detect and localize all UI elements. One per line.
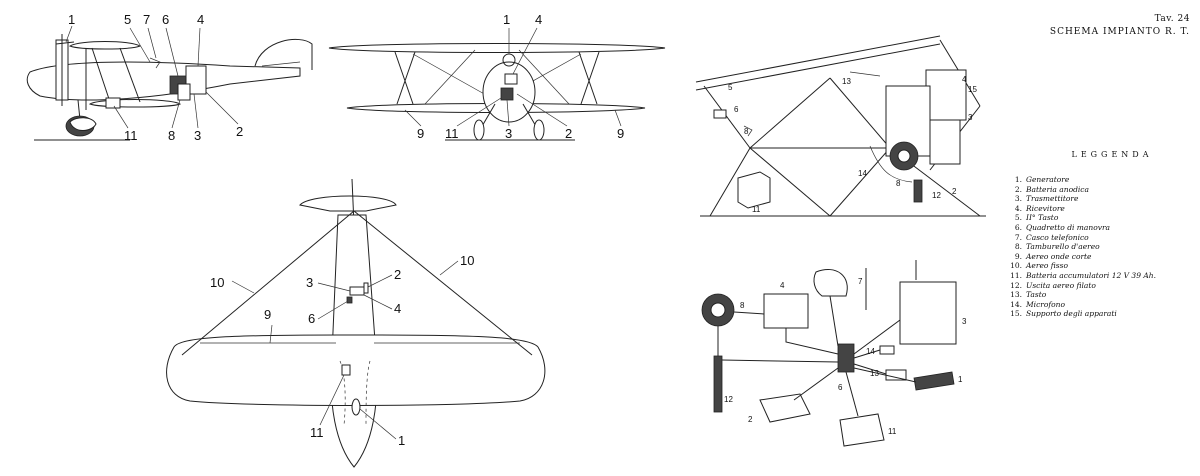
side-view-biplane: 1 5 7 6 4 11 8 3 2 <box>26 12 313 143</box>
svg-text:14: 14 <box>858 169 867 178</box>
front-view-airframe <box>328 43 666 141</box>
top-view-biplane: 10 10 3 2 6 4 9 11 1 <box>166 178 546 468</box>
wiring-cables <box>717 295 917 417</box>
svg-text:2: 2 <box>394 267 401 282</box>
svg-text:8: 8 <box>744 127 749 136</box>
svg-text:11: 11 <box>310 425 324 440</box>
svg-text:1: 1 <box>958 375 963 384</box>
svg-text:15: 15 <box>968 85 977 94</box>
svg-text:11: 11 <box>752 205 761 214</box>
svg-text:7: 7 <box>858 277 863 286</box>
legend-item: 1.Generatore <box>1014 175 1070 184</box>
plate-number: Tav. 24 <box>1154 14 1190 24</box>
svg-text:5: 5 <box>124 12 131 27</box>
svg-text:3: 3 <box>968 113 973 122</box>
svg-text:9: 9 <box>617 126 624 141</box>
legend-item: 9.Aereo onde corte <box>1014 251 1092 261</box>
svg-text:4: 4 <box>962 75 967 84</box>
svg-text:1: 1 <box>68 12 75 27</box>
svg-text:6: 6 <box>838 383 843 392</box>
cockpit-installation-view: 5 6 8 13 4 15 3 14 8 2 12 11 <box>695 35 986 217</box>
svg-text:3: 3 <box>194 128 201 143</box>
svg-text:12: 12 <box>932 191 941 200</box>
svg-text:11: 11 <box>445 126 459 141</box>
wiring-components <box>701 260 957 447</box>
wiring-callouts: 8 4 7 3 14 13 1 12 6 2 11 <box>724 277 967 436</box>
cockpit-callouts: 5 6 8 13 4 15 3 14 8 2 12 11 <box>728 75 977 214</box>
plate-title: SCHEMA IMPIANTO R. T. <box>1049 27 1190 37</box>
svg-text:4: 4 <box>394 301 401 316</box>
svg-text:10: 10 <box>210 275 224 290</box>
side-view-callouts: 1 5 7 6 4 11 8 3 2 <box>65 12 243 143</box>
svg-text:6: 6 <box>734 105 739 114</box>
svg-text:9: 9 <box>264 307 271 322</box>
legend-item: 3.Trasmettitore <box>1014 194 1079 204</box>
svg-text:12: 12 <box>724 395 733 404</box>
svg-text:2: 2 <box>748 415 753 424</box>
legend-item: 7.Casco telefonico <box>1014 232 1089 242</box>
legend-item: 14.Microfono <box>1010 299 1066 309</box>
svg-text:8: 8 <box>168 128 175 143</box>
svg-text:3: 3 <box>505 126 512 141</box>
legend-item: 4.Ricevitore <box>1014 203 1065 213</box>
legend-heading: LEGGENDA <box>1071 150 1153 159</box>
svg-text:6: 6 <box>308 311 315 326</box>
svg-text:11: 11 <box>124 128 138 143</box>
legend-item: 11.Batteria accumulatori 12 V 39 Ah. <box>1010 270 1156 280</box>
svg-text:1: 1 <box>503 12 510 27</box>
legend-item: 6.Quadretto di manovra <box>1014 222 1111 232</box>
legend-item: 10.Aereo fisso <box>1010 261 1068 271</box>
cockpit-frame <box>695 35 986 217</box>
top-view-airframe <box>166 178 546 468</box>
plate-header: Tav. 24 SCHEMA IMPIANTO R. T. <box>1040 14 1190 37</box>
svg-text:2: 2 <box>565 126 572 141</box>
legend-item: 5.II° Tasto <box>1014 213 1059 223</box>
front-view-biplane: 1 4 9 11 3 2 9 <box>328 12 666 141</box>
legend: LEGGENDA 1.Generatore 2.Batteria anodica… <box>1008 150 1196 319</box>
top-view-callouts: 10 10 3 2 6 4 9 11 1 <box>210 253 474 448</box>
svg-text:2: 2 <box>236 124 243 139</box>
svg-text:13: 13 <box>870 369 879 378</box>
legend-item: 2.Batteria anodica <box>1014 184 1089 194</box>
wiring-schematic: 8 4 7 3 14 13 1 12 6 2 11 <box>701 260 967 447</box>
svg-text:8: 8 <box>740 301 745 310</box>
svg-text:1: 1 <box>398 433 405 448</box>
svg-text:3: 3 <box>962 317 967 326</box>
side-view-fuselage <box>26 34 313 141</box>
svg-text:7: 7 <box>143 12 150 27</box>
svg-text:4: 4 <box>780 281 785 290</box>
svg-text:13: 13 <box>842 77 851 86</box>
svg-text:9: 9 <box>417 126 424 141</box>
legend-list: 1.Generatore 2.Batteria anodica 3.Trasme… <box>1008 175 1196 319</box>
legend-item: 15.Supporto degli apparati <box>1010 309 1117 319</box>
svg-text:11: 11 <box>888 427 897 436</box>
legend-item: 13.Tasto <box>1010 290 1047 300</box>
svg-text:4: 4 <box>197 12 204 27</box>
front-view-callouts: 1 4 9 11 3 2 9 <box>404 12 624 141</box>
cockpit-equipment <box>713 69 967 209</box>
svg-text:6: 6 <box>162 12 169 27</box>
svg-text:3: 3 <box>306 275 313 290</box>
legend-item: 12.Uscita aereo filato <box>1010 280 1096 290</box>
svg-text:5: 5 <box>728 83 733 92</box>
svg-text:8: 8 <box>896 179 901 188</box>
legend-item: 8.Tamburello d'aereo <box>1014 242 1100 252</box>
svg-text:14: 14 <box>866 347 875 356</box>
svg-text:4: 4 <box>535 12 542 27</box>
svg-text:10: 10 <box>460 253 474 268</box>
svg-text:2: 2 <box>952 187 957 196</box>
